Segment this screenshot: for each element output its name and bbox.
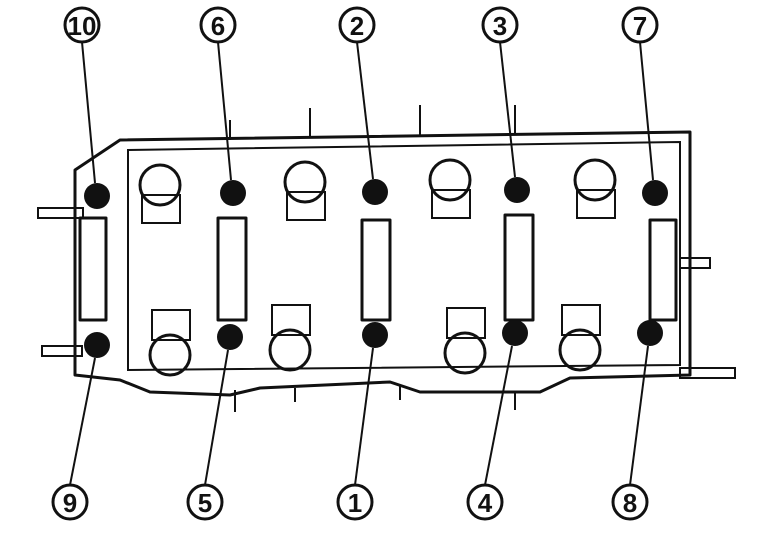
valve-spring-bottom-2 (268, 304, 312, 372)
valve-spring-top-4 (573, 158, 617, 219)
callout-label: 2 (350, 11, 364, 41)
head-bolts (84, 177, 668, 358)
valve-spring-bottom-3 (443, 307, 487, 375)
callout-bolt-4: 4 (466, 483, 504, 521)
bolt-1-head (362, 322, 388, 348)
callout-label: 8 (623, 488, 637, 518)
callout-label: 10 (68, 11, 97, 41)
bolt-7-head (642, 180, 668, 206)
bolt-10-head (84, 183, 110, 209)
bolt-2-head (362, 179, 388, 205)
bolt-9-head (84, 332, 110, 358)
callout-bolt-7: 7 (621, 6, 659, 44)
bolt-3-head (504, 177, 530, 203)
callout-label: 3 (493, 11, 507, 41)
callout-label: 4 (478, 488, 493, 518)
callout-label: 6 (211, 11, 225, 41)
valve-springs (138, 158, 617, 377)
bolt-4-head (502, 320, 528, 346)
callout-bolt-2: 2 (338, 6, 376, 44)
bolt-5-head (217, 324, 243, 350)
valve-spring-top-1 (138, 163, 182, 224)
callout-bolt-1: 1 (336, 483, 374, 521)
cylinder-head (37, 105, 736, 412)
bearing-caps (78, 213, 678, 322)
bolt-6-head (220, 180, 246, 206)
callout-bolt-10: 10 (63, 6, 101, 44)
leader-lines (69, 41, 654, 486)
callout-bolt-9: 9 (51, 483, 89, 521)
valve-spring-bottom-4 (558, 304, 602, 372)
callout-bolt-6: 6 (199, 6, 237, 44)
callout-bolt-3: 3 (481, 6, 519, 44)
bolt-8-head (637, 320, 663, 346)
callout-label: 5 (198, 488, 212, 518)
callout-label: 9 (63, 488, 77, 518)
valve-spring-top-3 (428, 158, 472, 219)
callout-label: 7 (633, 11, 647, 41)
callout-bolt-5: 5 (186, 483, 224, 521)
valve-spring-bottom-1 (148, 309, 192, 377)
valve-spring-top-2 (283, 160, 327, 221)
callout-bolt-8: 8 (611, 483, 649, 521)
callout-label: 1 (348, 488, 362, 518)
